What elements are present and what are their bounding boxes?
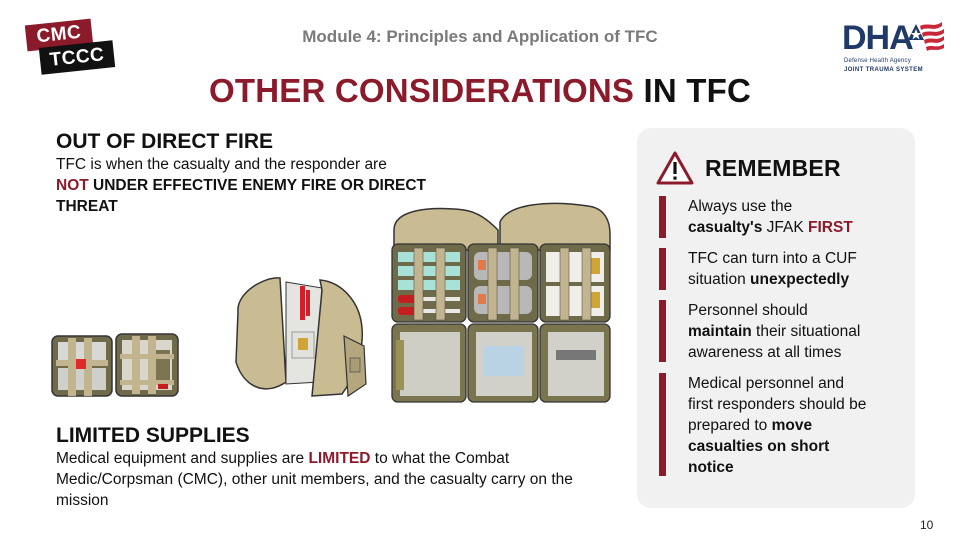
direct-fire-section: OUT OF DIRECT FIRE TFC is when the casua…	[56, 130, 476, 217]
text-segment: Personnel should	[688, 302, 808, 319]
text-bold: move casualties on short notice	[688, 417, 830, 476]
limited-supplies-body: Medical equipment and supplies are LIMIT…	[56, 448, 596, 511]
remember-item: Medical personnel and first responders s…	[659, 373, 868, 478]
text-bold: casualty's	[688, 219, 763, 236]
direct-fire-not: NOT	[56, 177, 89, 194]
text-bold: unexpectedly	[750, 271, 850, 288]
accent-bar	[659, 196, 666, 238]
dha-agency-text: Defense Health Agency	[844, 58, 911, 64]
page-title-red: OTHER CONSIDERATIONS	[209, 72, 635, 109]
direct-fire-rest: UNDER EFFECTIVE ENEMY FIRE OR DIRECT THR…	[56, 177, 427, 215]
direct-fire-heading: OUT OF DIRECT FIRE	[56, 130, 273, 153]
remember-item: Always use the casualty's JFAK FIRST	[659, 196, 908, 238]
limited-supplies-section: LIMITED SUPPLIES Medical equipment and s…	[56, 424, 616, 511]
text-bold: maintain	[688, 323, 752, 340]
large-aid-bag-illustration	[391, 202, 611, 403]
direct-fire-line1: TFC is when the casualty and the respond…	[56, 156, 387, 173]
remember-header: REMEMBER	[655, 150, 841, 186]
page-number: 10	[920, 518, 934, 532]
dha-system-text: JOINT TRAUMA SYSTEM	[844, 67, 924, 73]
limited-supplies-pre: Medical equipment and supplies are	[56, 450, 309, 467]
text-segment: their situational awareness at all times	[688, 323, 861, 361]
open-medical-bag-illustration	[235, 277, 367, 398]
dha-logo: DHA Defense Health Agency JOINT TRAUMA S…	[840, 18, 944, 76]
page-title: OTHER CONSIDERATIONS IN TFC	[0, 72, 960, 110]
text-segment: Medical personnel and first responders s…	[688, 375, 867, 434]
warning-triangle-icon	[656, 151, 694, 185]
text-segment: TFC can turn into a CUF situation	[688, 250, 857, 288]
limited-supplies-heading: LIMITED SUPPLIES	[56, 424, 250, 447]
small-ifak-pouch-illustration	[51, 333, 179, 397]
remember-item: TFC can turn into a CUF situation unexpe…	[659, 248, 908, 290]
text-red: FIRST	[808, 219, 853, 236]
accent-bar	[659, 373, 666, 476]
accent-bar	[659, 248, 666, 290]
module-title: Module 4: Principles and Application of …	[302, 27, 658, 46]
text-segment: JFAK	[762, 219, 809, 236]
remember-item-text: Always use the casualty's JFAK FIRST	[688, 196, 908, 238]
remember-title: REMEMBER	[705, 154, 841, 181]
dha-logo-letters: DHA	[842, 19, 914, 57]
page-title-black: IN TFC	[634, 72, 751, 109]
remember-item: Personnel should maintain their situatio…	[659, 300, 908, 363]
remember-item-text: Personnel should maintain their situatio…	[688, 300, 908, 363]
flag-stripes-icon	[908, 22, 944, 51]
accent-bar	[659, 300, 666, 362]
remember-item-text: Medical personnel and first responders s…	[688, 373, 868, 478]
remember-panel: REMEMBER Always use the casualty's JFAK …	[637, 128, 915, 508]
remember-item-text: TFC can turn into a CUF situation unexpe…	[688, 248, 908, 290]
limited-supplies-limited: LIMITED	[308, 450, 371, 467]
limited-supplies-post: to what the Combat Medic/Corpsman (CMC),…	[56, 450, 573, 509]
text-segment: Always use the	[688, 198, 793, 215]
direct-fire-body: TFC is when the casualty and the respond…	[56, 154, 476, 217]
